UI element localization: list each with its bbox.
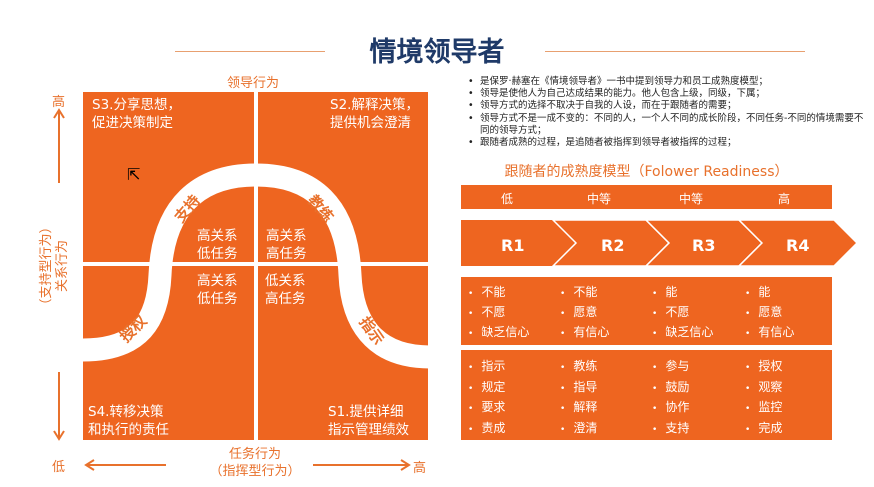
trait-item: 愿意 xyxy=(745,303,782,320)
action-item: 指示 xyxy=(468,357,505,374)
inner-bl-text: 高关系低任务 xyxy=(197,273,238,307)
readiness-level-row: 低 中等 中等 高 xyxy=(461,185,832,209)
action-item: 解释 xyxy=(560,398,597,415)
page-title: 情境领导者 xyxy=(369,37,505,68)
trait-item: 能 xyxy=(745,283,770,300)
action-item: 规定 xyxy=(468,378,505,395)
stage-r1: R1 xyxy=(501,236,525,255)
action-item: 要求 xyxy=(468,398,505,415)
bullet-list: 是保罗·赫塞在《情境领导者》一书中提到领导力和员工成熟度模型； 领导是使他人为自… xyxy=(466,76,866,149)
action-item: 支持 xyxy=(652,419,689,436)
s3-text: S3.分享思想，促进决策制定 xyxy=(92,97,181,131)
action-item: 教练 xyxy=(560,357,597,374)
bullet-item: 领导是使他人为自己达成结果的能力。他人包含上级，同级，下属； xyxy=(466,88,866,100)
top-label: 领导行为 xyxy=(227,76,280,91)
level-cell: 高 xyxy=(777,192,790,206)
stage-arrow-r1 xyxy=(461,220,576,266)
action-item: 协作 xyxy=(652,398,689,415)
action-item: 参与 xyxy=(652,357,689,374)
s2-text: S2.解释决策，提供机会澄清 xyxy=(330,97,419,131)
trait-item: 能 xyxy=(652,283,677,300)
inner-tr-text: 高关系高任务 xyxy=(266,228,307,262)
action-item: 鼓励 xyxy=(652,378,689,395)
cursor-icon: ⇱ xyxy=(127,165,141,184)
bullet-item: 跟随者成熟的过程，是追随者被指挥到领导者被指挥的过程； xyxy=(466,137,866,149)
trait-item: 不能 xyxy=(468,283,505,300)
y-high-label: 高 xyxy=(52,95,66,110)
action-item: 责成 xyxy=(468,419,505,436)
inner-br-text: 低关系高任务 xyxy=(265,273,306,307)
trait-item: 缺乏信心 xyxy=(652,323,713,340)
trait-item: 不能 xyxy=(560,283,597,300)
level-cell: 低 xyxy=(500,192,513,206)
y-axis-label: （支持型行为）关系行为 xyxy=(39,220,70,312)
stage-r2: R2 xyxy=(601,236,625,255)
trait-item: 缺乏信心 xyxy=(468,323,529,340)
action-item: 澄清 xyxy=(560,419,597,436)
trait-item: 不愿 xyxy=(652,303,689,320)
trait-item: 不愿 xyxy=(468,303,505,320)
bullet-item: 是保罗·赫塞在《情境领导者》一书中提到领导力和员工成熟度模型； xyxy=(466,76,866,88)
model-title: 跟随者的成熟度模型（Folower Readiness） xyxy=(504,164,789,180)
s1-text: S1.提供详细指示管理绩效 xyxy=(328,404,409,438)
title-line-right xyxy=(545,51,805,52)
trait-item: 有信心 xyxy=(560,323,609,340)
action-item: 完成 xyxy=(745,419,782,436)
trait-item: 愿意 xyxy=(560,303,597,320)
bullet-item: 领导方式的选择不取决于自我的人设，而在于跟随者的需要； xyxy=(466,100,866,112)
stage-r3: R3 xyxy=(692,236,716,255)
level-cell: 中等 xyxy=(678,192,703,206)
stage-r4: R4 xyxy=(786,236,810,255)
trait-item: 有信心 xyxy=(745,323,794,340)
x-axis-label: 任务行为（指挥型行为） xyxy=(209,447,301,479)
stage-arrow-r4 xyxy=(737,220,859,267)
inner-tl-text: 高关系低任务 xyxy=(197,228,238,262)
action-item: 授权 xyxy=(745,357,782,374)
level-cell: 中等 xyxy=(586,192,611,206)
s4-text: S4.转移决策和执行的责任 xyxy=(88,404,169,438)
bullet-item: 领导方式不是一成不变的：不同的人，一个人不同的成长阶段，不同任务-不同的情境需要… xyxy=(466,113,866,137)
y-low-label: 低 xyxy=(52,460,66,475)
x-high-label: 高 xyxy=(413,461,427,476)
title-line-left xyxy=(175,51,325,52)
stage-arrows xyxy=(461,220,859,267)
action-item: 观察 xyxy=(745,378,782,395)
action-item: 监控 xyxy=(745,398,782,415)
action-item: 指导 xyxy=(560,378,597,395)
